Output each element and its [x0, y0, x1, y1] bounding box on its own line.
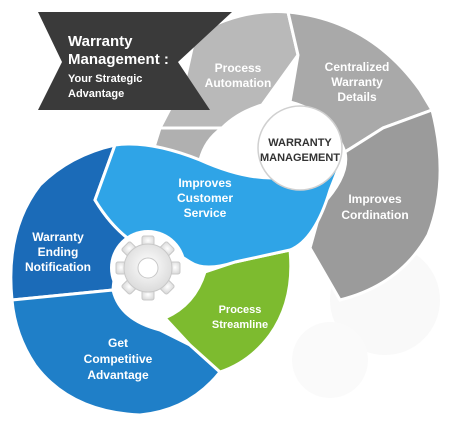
segment-get-competitive-advantage[interactable] [10, 288, 223, 417]
label-process-automation: Process Automation [205, 61, 272, 90]
svg-text:MANAGEMENT: MANAGEMENT [260, 152, 340, 164]
svg-text:Automation: Automation [205, 76, 272, 90]
svg-text:Warranty: Warranty [331, 75, 383, 89]
segment-improves-coordination[interactable] [308, 108, 442, 302]
svg-text:Streamline: Streamline [212, 319, 268, 331]
svg-text:Ending: Ending [38, 245, 79, 259]
label-get-competitive-advantage: Get Competitive Advantage [84, 336, 153, 382]
label-warranty-ending-notification: Warranty Ending Notification [25, 230, 91, 274]
banner-subtitle-line2: Advantage [68, 88, 124, 100]
svg-text:Service: Service [184, 206, 227, 220]
svg-text:Warranty: Warranty [32, 230, 84, 244]
svg-text:Improves: Improves [178, 176, 232, 190]
label-process-streamline: Process Streamline [212, 304, 268, 331]
banner-title-line1: Warranty [68, 33, 133, 50]
center-circle [257, 105, 343, 191]
svg-text:WARRANTY: WARRANTY [268, 137, 332, 149]
svg-text:Process: Process [215, 61, 262, 75]
svg-text:Competitive: Competitive [84, 352, 153, 366]
svg-text:Improves: Improves [348, 192, 402, 206]
segment-process-streamline[interactable] [162, 248, 293, 374]
label-centralized-details: Centralized Warranty Details [325, 60, 390, 104]
svg-text:Get: Get [108, 336, 128, 350]
banner-title-line2: Management : [68, 51, 169, 68]
center-label: WARRANTY MANAGEMENT [260, 137, 340, 164]
banner-subtitle-line1: Your Strategic [68, 73, 142, 85]
svg-text:Process: Process [219, 304, 262, 316]
svg-text:Advantage: Advantage [87, 368, 149, 382]
svg-text:Centralized: Centralized [325, 60, 390, 74]
svg-text:Notification: Notification [25, 260, 91, 274]
svg-text:Details: Details [337, 90, 377, 104]
label-improves-coordination: Improves Cordination [341, 192, 408, 222]
label-improves-customer-service: Improves Customer Service [177, 176, 233, 220]
svg-text:Customer: Customer [177, 191, 233, 205]
title-banner: Warranty Management : Your Strategic Adv… [38, 12, 232, 110]
gear-icon [110, 230, 186, 306]
svg-text:Cordination: Cordination [341, 208, 408, 222]
